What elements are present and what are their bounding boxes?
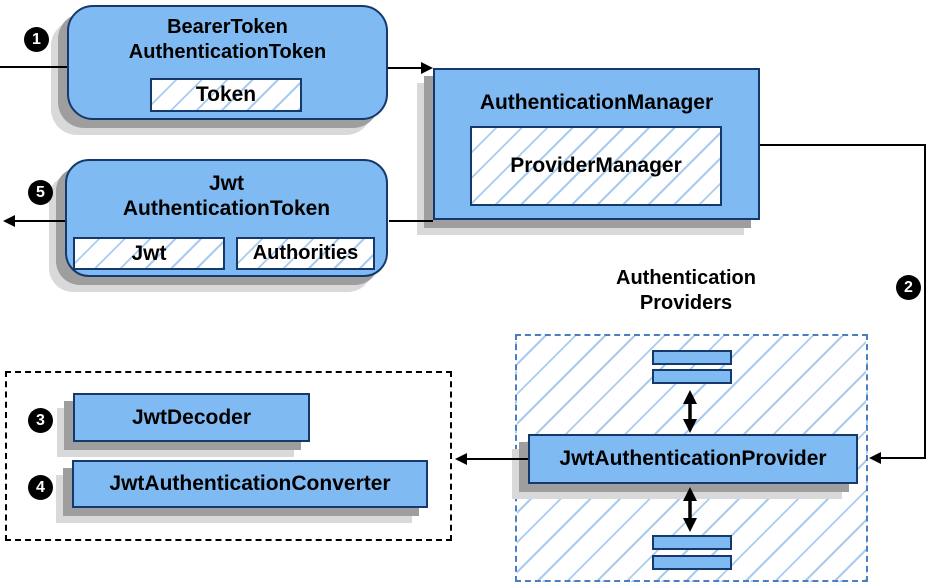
bearer-token-authentication-token-box: BearerToken AuthenticationToken xyxy=(67,5,388,120)
jwt-authentication-converter-label: JwtAuthenticationConverter xyxy=(109,472,391,495)
jwt-authentication-provider-box: JwtAuthenticationProvider xyxy=(528,434,858,484)
jwt-decoder-box: JwtDecoder xyxy=(73,393,310,442)
jwt-token-title-line2: AuthenticationToken xyxy=(122,197,331,220)
authentication-manager-title: AuthenticationManager xyxy=(479,91,714,114)
authorities-chip-label: Authorities xyxy=(252,242,359,264)
provider-manager-label: ProviderManager xyxy=(510,154,682,177)
providers-label-line1: Authentication xyxy=(616,267,756,289)
provider-stack-rect-bottom-2 xyxy=(652,555,732,570)
token-chip: Token xyxy=(150,78,302,112)
bearer-token-title-line2: AuthenticationToken xyxy=(128,41,327,63)
step-1-badge: 1 xyxy=(24,27,49,52)
provider-manager-chip: ProviderManager xyxy=(470,126,722,206)
jwt-decoder-label: JwtDecoder xyxy=(131,405,252,429)
flow-arrow-step5-out xyxy=(3,215,65,227)
authentication-providers-label: Authentication Providers xyxy=(551,266,821,316)
jwt-token-title-line1: Jwt xyxy=(208,172,244,195)
step-3-badge: 3 xyxy=(28,408,53,433)
arrow-bearer-to-manager xyxy=(388,62,433,74)
step-2-badge: 2 xyxy=(896,275,921,300)
token-chip-label: Token xyxy=(195,83,257,106)
providers-label-line2: Providers xyxy=(639,292,733,314)
step-4-badge: 4 xyxy=(28,475,53,500)
provider-stack-rect-top-1 xyxy=(652,350,732,365)
step-5-badge: 5 xyxy=(28,180,53,205)
provider-stack-rect-top-2 xyxy=(652,369,732,384)
authorities-chip: Authorities xyxy=(236,237,375,270)
jwt-chip-label: Jwt xyxy=(131,241,167,265)
bearer-token-title-line1: BearerToken xyxy=(167,16,288,38)
jwt-chip: Jwt xyxy=(73,237,225,270)
jwt-helpers-container xyxy=(5,371,452,541)
jwt-authentication-converter-box: JwtAuthenticationConverter xyxy=(72,460,428,508)
provider-stack-rect-bottom-1 xyxy=(652,535,732,550)
jwt-authentication-provider-label: JwtAuthenticationProvider xyxy=(559,447,827,470)
